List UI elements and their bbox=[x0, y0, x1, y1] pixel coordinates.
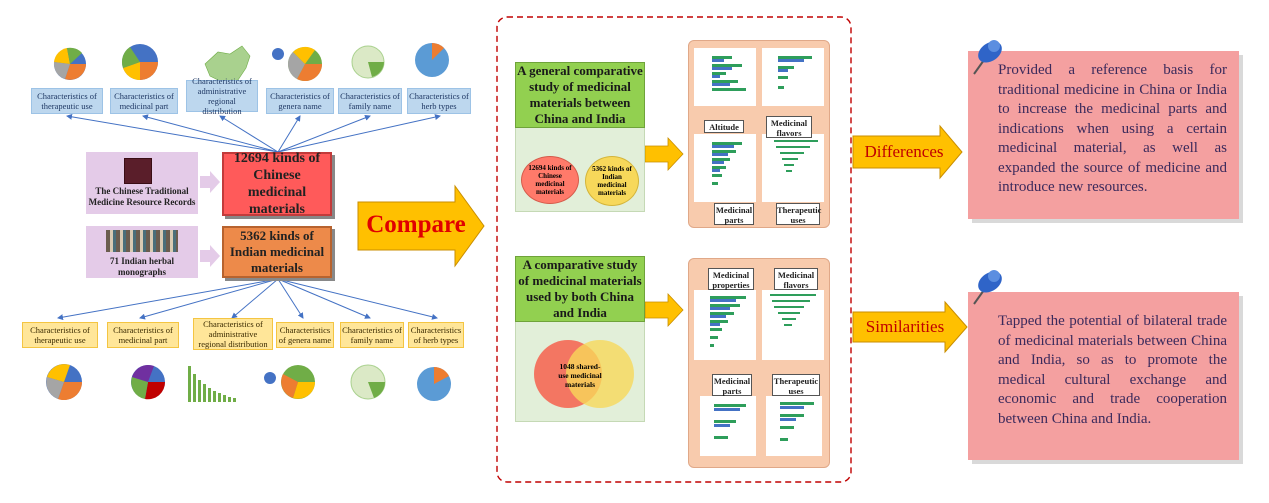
top-characteristic-genera-name: Characteristics of genera name bbox=[266, 88, 334, 114]
study1-label-flavors: Medicinal flavors bbox=[766, 116, 812, 138]
bottom-characteristic-family-name: Characteristics of family name bbox=[340, 322, 404, 348]
study1-label-altitude: Altitude bbox=[704, 120, 744, 133]
bottom-characteristic-therapeutic-use: Characteristics of therapeutic use bbox=[22, 322, 98, 348]
outcome-differences-text: Provided a reference basis for tradition… bbox=[998, 62, 1227, 195]
study2-label-parts: Medicinal parts bbox=[712, 374, 752, 396]
bottom-pie-therapeutic bbox=[46, 364, 83, 401]
study2-mini-charts bbox=[694, 290, 824, 456]
study1-label-uses: Therapeutic uses bbox=[776, 203, 822, 225]
top-characteristic-therapeutic-use: Characteristics of therapeutic use bbox=[31, 88, 103, 114]
outcome-similarities-box: Tapped the potential of bilateral trade … bbox=[968, 292, 1239, 460]
bottom-bar-region bbox=[188, 366, 236, 402]
bottom-pie-herb bbox=[417, 367, 451, 401]
bottom-thumbnail-charts bbox=[46, 364, 451, 402]
top-characteristic-medicinal-part: Characteristics of medicinal part bbox=[110, 88, 178, 114]
india-source-label: 71 Indian herbal monographs bbox=[109, 256, 175, 277]
top-map-region bbox=[204, 45, 251, 83]
top-pie-family bbox=[351, 45, 385, 79]
bottom-characteristic-medicinal-part: Characteristics of medicinal part bbox=[107, 322, 179, 348]
study1-title: A general comparative study of medicinal… bbox=[515, 62, 645, 128]
top-characteristic-regional-distribution: Characteristics of administrative region… bbox=[186, 76, 258, 116]
bottom-characteristic-herb-types: Characteristics of herb types bbox=[408, 322, 464, 348]
china-kinds-box: 12694 kinds of Chinese medicinal materia… bbox=[222, 151, 332, 217]
top-pie-part bbox=[121, 44, 158, 81]
differences-label: Differences bbox=[864, 142, 944, 161]
similarities-label: Similarities bbox=[865, 317, 945, 336]
top-characteristic-family-name: Characteristics of family name bbox=[338, 88, 402, 114]
monographs-image bbox=[106, 230, 178, 252]
top-characteristic-herb-types: Characteristics of herb types bbox=[407, 88, 471, 114]
india-kinds-box: 5362 kinds of Indian medicinal materials bbox=[222, 226, 332, 278]
study2-overlap-label: 1048 shared-use medicinal materials bbox=[558, 361, 602, 389]
study2-label-properties: Medicinal properties bbox=[708, 268, 754, 290]
china-source-box: The Chinese Traditional Medicine Resourc… bbox=[86, 152, 198, 214]
study1-label-parts: Medicinal parts bbox=[714, 203, 754, 225]
top-thumbnail-charts bbox=[53, 43, 449, 83]
outcome-similarities-text: Tapped the potential of bilateral trade … bbox=[998, 313, 1227, 427]
study2-label-uses: Therapeutic uses bbox=[772, 374, 820, 396]
push-pin-icon bbox=[973, 40, 1002, 75]
study1-india-circle: 5362 kinds of Indian medicinal materials bbox=[585, 156, 639, 206]
study1-china-circle: 12694 kinds of Chinese medicinal materia… bbox=[521, 156, 579, 204]
push-pin-icon bbox=[973, 270, 1002, 305]
bottom-pie-family bbox=[350, 364, 386, 400]
bottom-characteristic-genera-name: Characteristics of genera name bbox=[276, 322, 334, 348]
bottom-characteristic-regional-distribution: Characteristics of administrative region… bbox=[193, 318, 273, 350]
bottom-pie-part bbox=[131, 364, 166, 400]
china-source-label: The Chinese Traditional Medicine Resourc… bbox=[88, 186, 196, 207]
study1-mini-charts bbox=[694, 48, 824, 202]
book-cover-image bbox=[124, 158, 152, 184]
study2-title: A comparative study of medicinal materia… bbox=[515, 256, 645, 322]
india-source-box: 71 Indian herbal monographs bbox=[86, 226, 198, 278]
top-pie-herb bbox=[415, 43, 449, 77]
study2-label-flavors: Medicinal flavors bbox=[774, 268, 818, 290]
study2-venn bbox=[534, 340, 634, 408]
bottom-pie-genera bbox=[264, 372, 276, 384]
top-pie-therapeutic bbox=[53, 47, 86, 80]
outcome-differences-box: Provided a reference basis for tradition… bbox=[968, 51, 1239, 219]
compare-label: Compare bbox=[366, 211, 466, 238]
top-pie-genera bbox=[272, 48, 284, 60]
